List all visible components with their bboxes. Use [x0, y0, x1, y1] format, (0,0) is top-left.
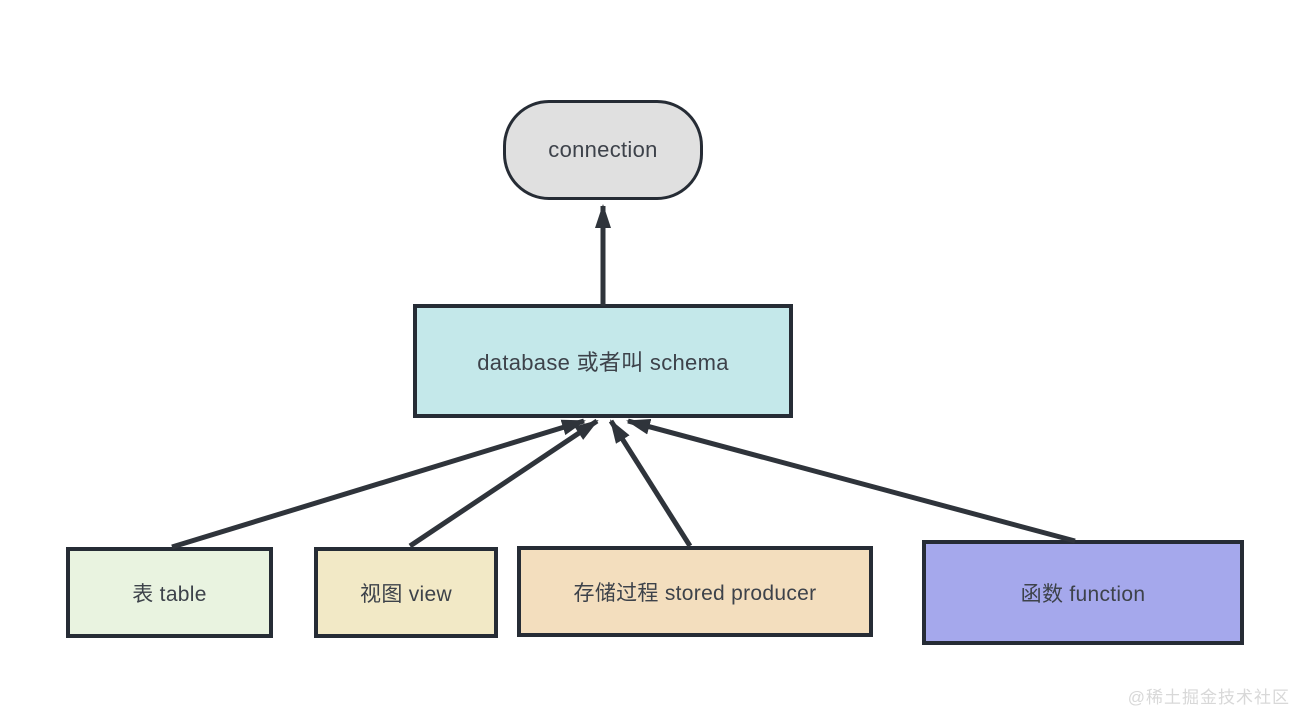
watermark: @稀土掘金技术社区	[1127, 688, 1290, 707]
node-connection-label: connection	[548, 137, 658, 162]
arrow-table-to-database	[171, 418, 586, 550]
node-view-label: 视图 view	[360, 582, 452, 606]
node-database-schema: database 或者叫 schema	[413, 304, 793, 418]
node-view: 视图 view	[314, 547, 498, 638]
arrow-function-to-database	[626, 418, 1076, 544]
arrow-view-to-database	[408, 418, 599, 549]
node-function: 函数 function	[922, 540, 1244, 645]
node-database-schema-label: database 或者叫 schema	[477, 350, 729, 375]
node-stored-procedure: 存储过程 stored producer	[517, 546, 873, 637]
node-connection: connection	[503, 100, 703, 200]
node-table-label: 表 table	[132, 582, 207, 606]
arrow-stored-procedure-to-database	[608, 419, 693, 548]
node-table: 表 table	[66, 547, 273, 638]
node-function-label: 函数 function	[1020, 582, 1146, 606]
node-stored-procedure-label: 存储过程 stored producer	[573, 581, 817, 605]
